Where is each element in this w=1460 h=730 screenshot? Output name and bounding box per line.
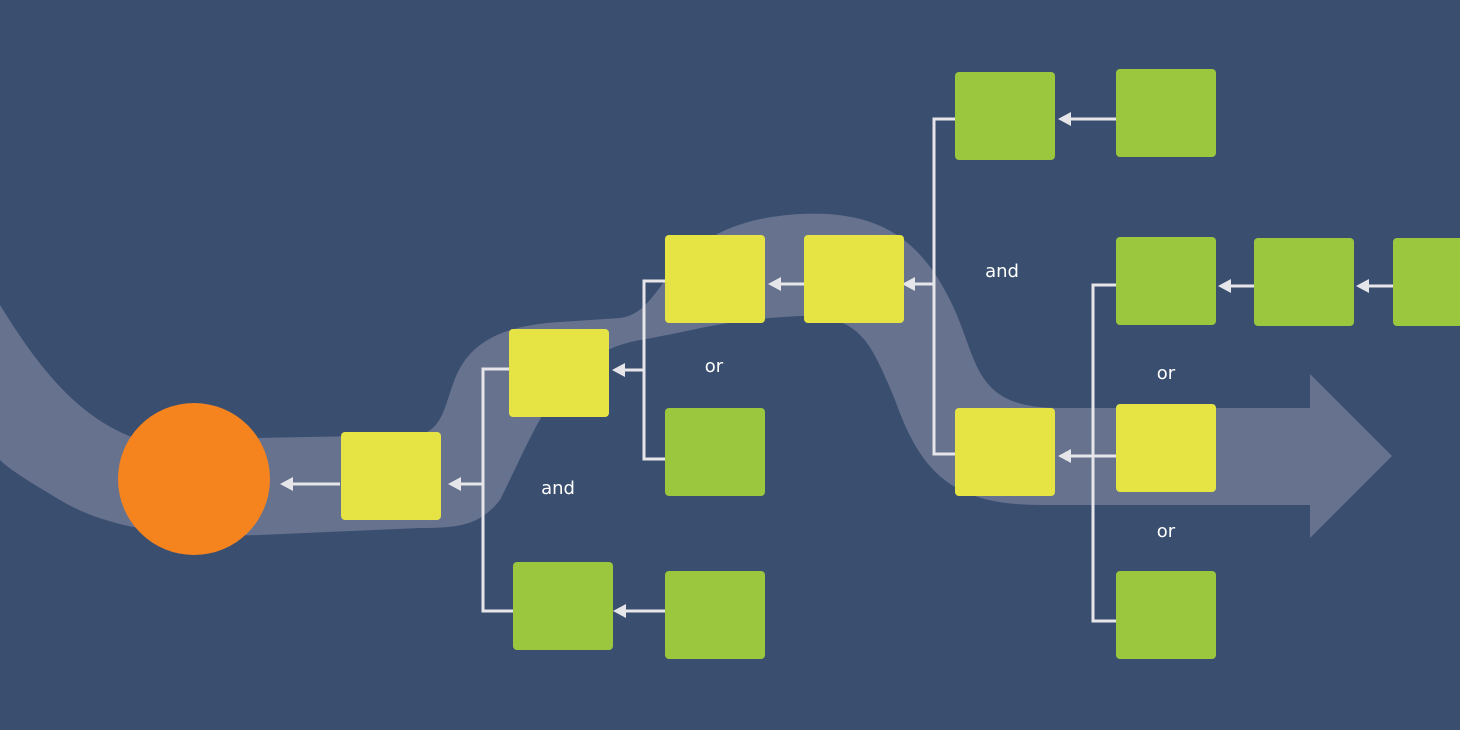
arrowhead (613, 604, 626, 618)
label-or-2: or (1157, 363, 1176, 384)
node-g4 (955, 72, 1055, 160)
node-g8 (1393, 238, 1460, 326)
node-y4 (804, 235, 904, 323)
arrowheads (280, 112, 1369, 618)
node-g2 (665, 571, 765, 659)
node-y2 (509, 329, 609, 417)
arrowhead (1356, 279, 1369, 293)
connectors (290, 117, 1393, 623)
node-y5 (955, 408, 1055, 496)
arrowhead (1058, 449, 1071, 463)
node-g1 (513, 562, 613, 650)
arrowhead (902, 277, 915, 291)
node-g7 (1254, 238, 1354, 326)
node-y1 (341, 432, 441, 520)
node-y3 (665, 235, 765, 323)
arrowhead (1058, 112, 1071, 126)
node-g9 (1116, 571, 1216, 659)
label-and-2: and (985, 261, 1019, 282)
node-g6 (1116, 237, 1216, 325)
bracket-and-1 (481, 367, 513, 613)
arrowhead (448, 477, 461, 491)
label-or-1: or (705, 356, 724, 377)
arrowhead (612, 363, 625, 377)
nodes (118, 69, 1460, 659)
arrowhead (280, 477, 293, 491)
label-or-3: or (1157, 521, 1176, 542)
arrowhead (1218, 279, 1231, 293)
label-and-1: and (541, 478, 575, 499)
node-g3 (665, 408, 765, 496)
bracket-and-2 (932, 117, 955, 456)
bracket-or-2 (1091, 283, 1116, 623)
node-start (118, 403, 270, 555)
node-y6 (1116, 404, 1216, 492)
node-g5 (1116, 69, 1216, 157)
condition-labels: and or and or or (541, 261, 1176, 542)
arrowhead (768, 277, 781, 291)
